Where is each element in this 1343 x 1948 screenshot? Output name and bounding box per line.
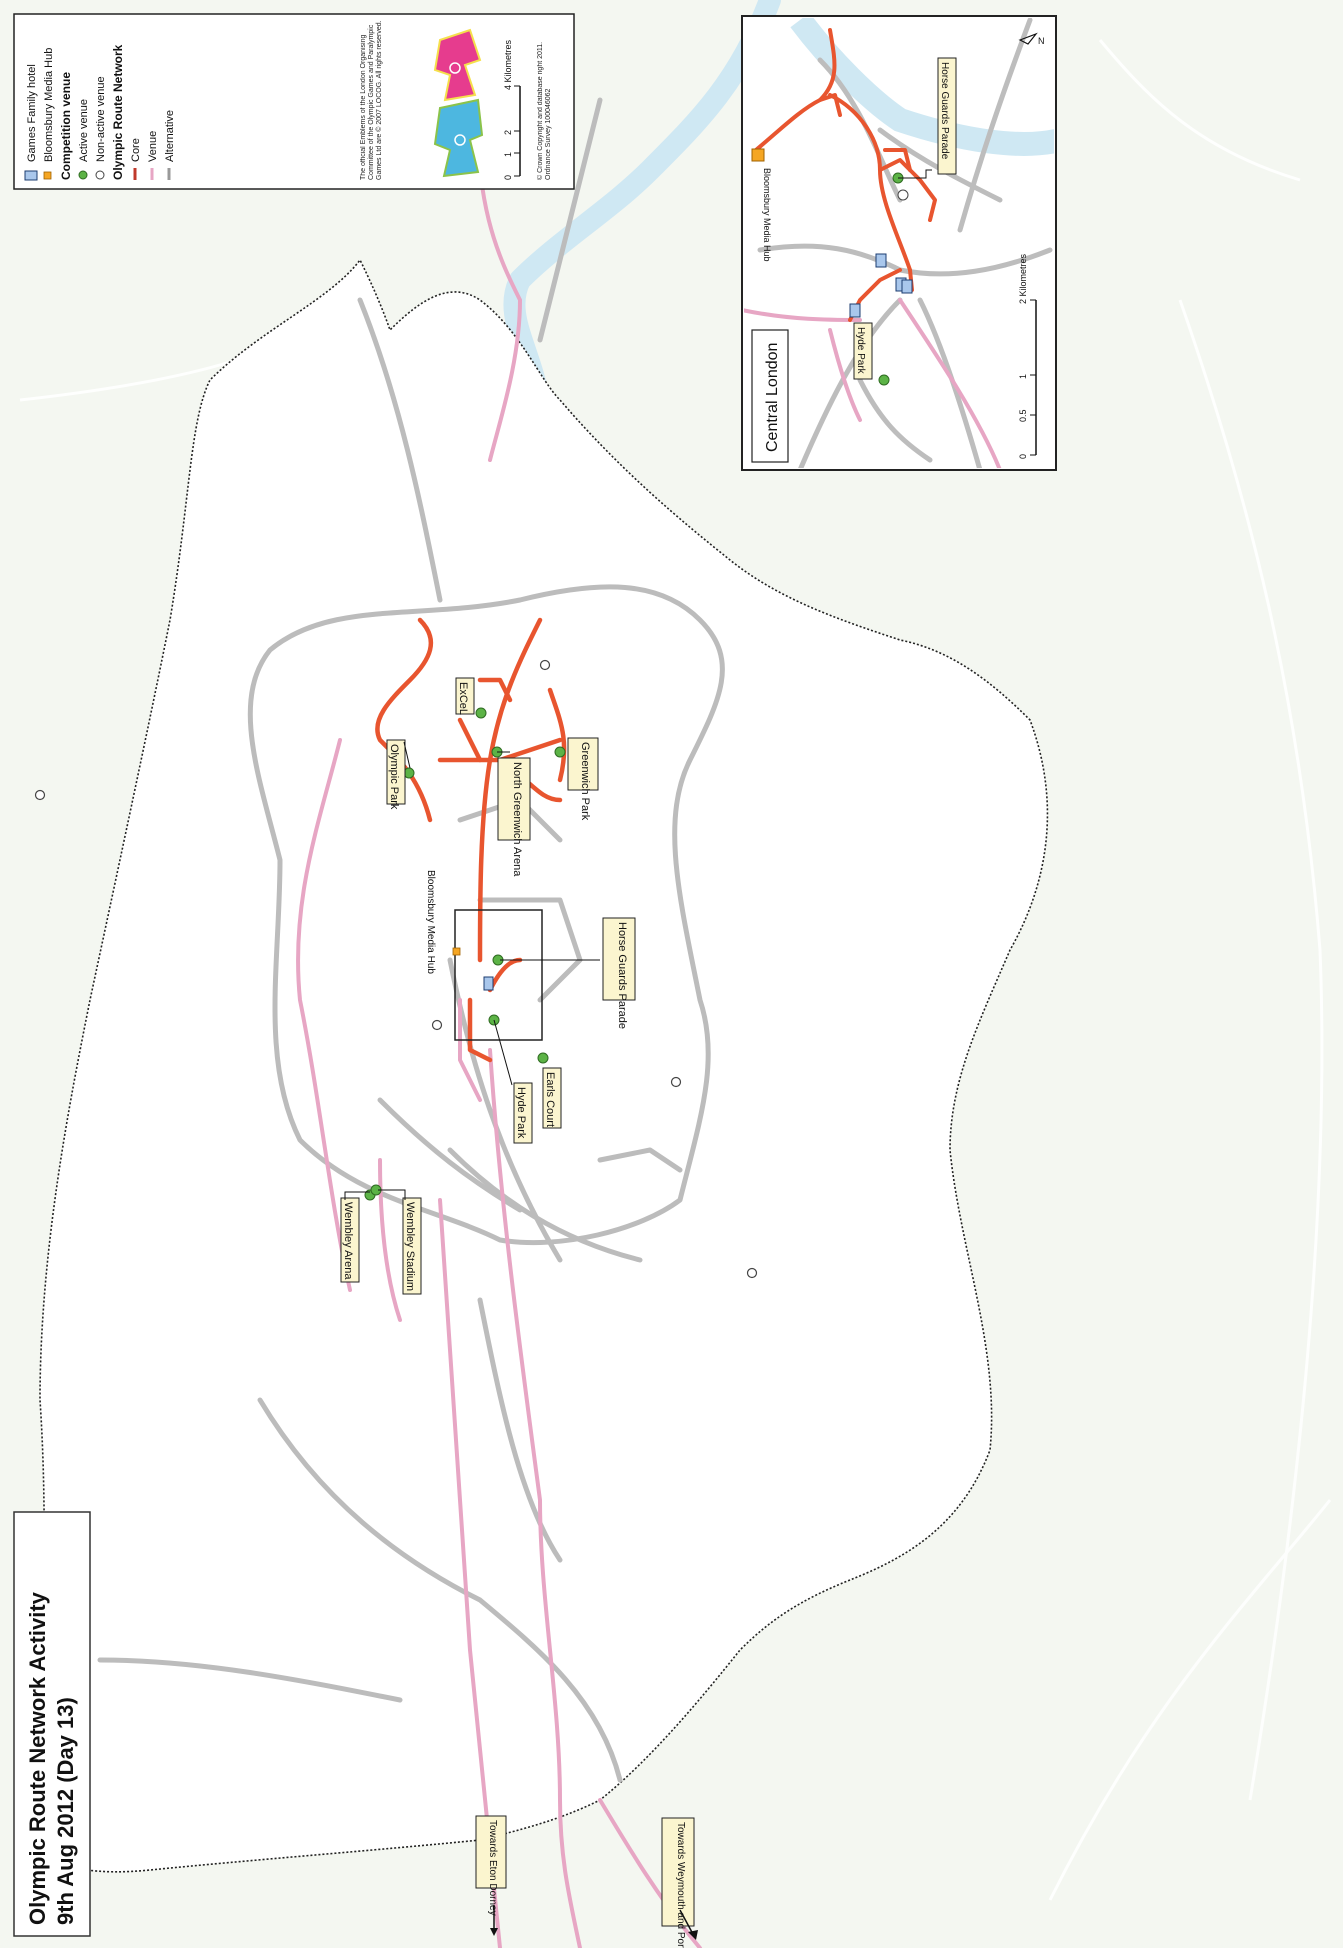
legend-media-hub: Bloomsbury Media Hub xyxy=(43,48,55,180)
legend-non-active: Non-active venue xyxy=(95,76,107,180)
marker-excel xyxy=(475,707,487,719)
crown-copyright: © Crown Copyright and database right 201… xyxy=(537,41,552,180)
inset-hotel-icon-1 xyxy=(875,253,887,268)
svg-text:Venue: Venue xyxy=(147,131,159,162)
venue-label-olympic-park: Olympic Park xyxy=(386,739,406,810)
svg-text:Earls Court: Earls Court xyxy=(544,1072,556,1127)
svg-text:Hyde Park: Hyde Park xyxy=(855,327,866,375)
venue-label-horse-guards: Horse Guards Parade xyxy=(602,917,636,1029)
legend-venue: Venue xyxy=(147,131,159,180)
marker-bloomsbury-hub xyxy=(452,947,461,956)
inset-hotel-icon-3 xyxy=(901,279,913,294)
legend-competition-heading: Competition venue xyxy=(59,72,73,180)
inset-label-hyde-park: Hyde Park xyxy=(853,322,873,380)
venue-label-earls-court: Earls Court xyxy=(542,1067,562,1129)
london-2012-paralympic-emblem xyxy=(433,98,484,178)
title-line1: Olympic Route Network Activity xyxy=(25,1591,50,1925)
title-box: Olympic Route Network Activity 9th Aug 2… xyxy=(13,1511,91,1937)
svg-text:2: 2 xyxy=(503,130,513,135)
svg-text:Non-active venue: Non-active venue xyxy=(95,76,107,162)
legend-core: Core xyxy=(130,138,142,180)
hotel-icon xyxy=(24,170,38,181)
non-active-venue-icon xyxy=(95,170,105,180)
svg-text:Hyde Park: Hyde Park xyxy=(515,1087,527,1139)
marker-earls-court xyxy=(537,1052,549,1064)
svg-text:Alternative: Alternative xyxy=(164,110,176,162)
inset-label-horse-guards: Horse Guards Parade xyxy=(937,57,957,175)
svg-text:Wembley Stadium: Wembley Stadium xyxy=(404,1202,416,1291)
inset-title: Central London xyxy=(764,343,781,452)
venue-label-hyde-park: Hyde Park xyxy=(513,1082,533,1144)
svg-text:4 Kilometres: 4 Kilometres xyxy=(503,39,513,90)
central-london-inset: Horse Guards Parade Bloomsbury Media Hub… xyxy=(741,15,1057,471)
venue-label-greenwich-park: Greenwich Park xyxy=(567,737,599,821)
non-active-venues xyxy=(34,659,758,1279)
media-hub-icon xyxy=(43,171,52,180)
direction-weymouth: Towards Weymouth and Portland xyxy=(661,1817,695,1948)
north-arrow-icon: N xyxy=(1018,32,1045,46)
marker-hotel xyxy=(483,976,494,991)
inset-marker-non-active xyxy=(897,189,909,201)
active-venue-icon xyxy=(78,170,88,180)
svg-text:Active venue: Active venue xyxy=(78,99,90,162)
inset-marker-hyde-park xyxy=(878,374,890,386)
legend-alternative: Alternative xyxy=(164,110,176,180)
legend-active: Active venue xyxy=(78,99,90,180)
svg-text:0: 0 xyxy=(503,175,513,180)
svg-text:Bloomsbury Media Hub: Bloomsbury Media Hub xyxy=(425,870,436,974)
venue-label-bloomsbury: Bloomsbury Media Hub xyxy=(425,870,436,974)
venue-label-wembley-arena: Wembley Arena xyxy=(340,1197,360,1283)
svg-text:N: N xyxy=(1038,36,1045,46)
svg-text:Bloomsbury Media Hub: Bloomsbury Media Hub xyxy=(43,48,55,162)
arrow-weymouth xyxy=(679,1909,698,1940)
inset-scale-bar: 0 0.5 1 2 Kilometres xyxy=(1018,253,1037,459)
svg-text:0: 0 xyxy=(1018,454,1028,459)
inset-marker-media-hub xyxy=(751,148,765,162)
svg-text:North Greenwich Arena: North Greenwich Arena xyxy=(511,762,523,877)
svg-text:Competition venue: Competition venue xyxy=(59,72,73,180)
svg-text:Towards Eton Dorney: Towards Eton Dorney xyxy=(487,1820,498,1916)
svg-text:Towards Weymouth and Portland: Towards Weymouth and Portland xyxy=(675,1822,686,1948)
venue-label-wembley-stadium: Wembley Stadium xyxy=(402,1197,422,1295)
svg-text:Greenwich Park: Greenwich Park xyxy=(579,742,591,821)
venue-label-north-greenwich: North Greenwich Arena xyxy=(497,757,531,877)
svg-text:Horse Guards Parade: Horse Guards Parade xyxy=(939,62,950,160)
central-london-frame xyxy=(454,909,543,1041)
svg-text:Games Family hotel: Games Family hotel xyxy=(26,64,38,162)
svg-text:Olympic Park: Olympic Park xyxy=(388,744,400,810)
svg-text:2 Kilometres: 2 Kilometres xyxy=(1018,253,1028,304)
svg-text:Olympic Route Network: Olympic Route Network xyxy=(111,44,125,180)
svg-text:Wembley Arena: Wembley Arena xyxy=(342,1202,354,1280)
inset-label-media-hub: Bloomsbury Media Hub xyxy=(762,168,772,262)
svg-text:Horse Guards Parade: Horse Guards Parade xyxy=(616,922,628,1029)
inset-hotel-icon-4 xyxy=(849,303,861,318)
london-2012-olympic-emblem xyxy=(433,28,482,102)
legend-hotel: Games Family hotel xyxy=(24,64,38,181)
london-boundary xyxy=(29,258,1049,1873)
inset-title-box: Central London xyxy=(751,329,789,463)
svg-text:Bloomsbury Media Hub: Bloomsbury Media Hub xyxy=(762,168,772,262)
emblem-copyright: The official Emblems of the London Organ… xyxy=(360,20,383,180)
legend-box: Games Family hotel Bloomsbury Media Hub … xyxy=(13,13,575,190)
title-line2: 9th Aug 2012 (Day 13) xyxy=(53,1697,78,1925)
svg-text:1: 1 xyxy=(1018,374,1028,379)
venue-label-excel: ExCeL xyxy=(455,677,475,715)
main-scale-bar: 0 1 2 4 Kilometres xyxy=(503,39,521,180)
direction-eton-dorney: Towards Eton Dorney xyxy=(475,1815,507,1916)
marker-greenwich-park xyxy=(554,746,566,758)
arrow-eton-dorney xyxy=(490,1905,498,1936)
svg-text:Core: Core xyxy=(130,138,142,162)
legend-orn-heading: Olympic Route Network xyxy=(111,44,125,180)
svg-text:0.5: 0.5 xyxy=(1018,409,1028,422)
svg-text:ExCeL: ExCeL xyxy=(457,682,469,715)
svg-text:1: 1 xyxy=(503,152,513,157)
